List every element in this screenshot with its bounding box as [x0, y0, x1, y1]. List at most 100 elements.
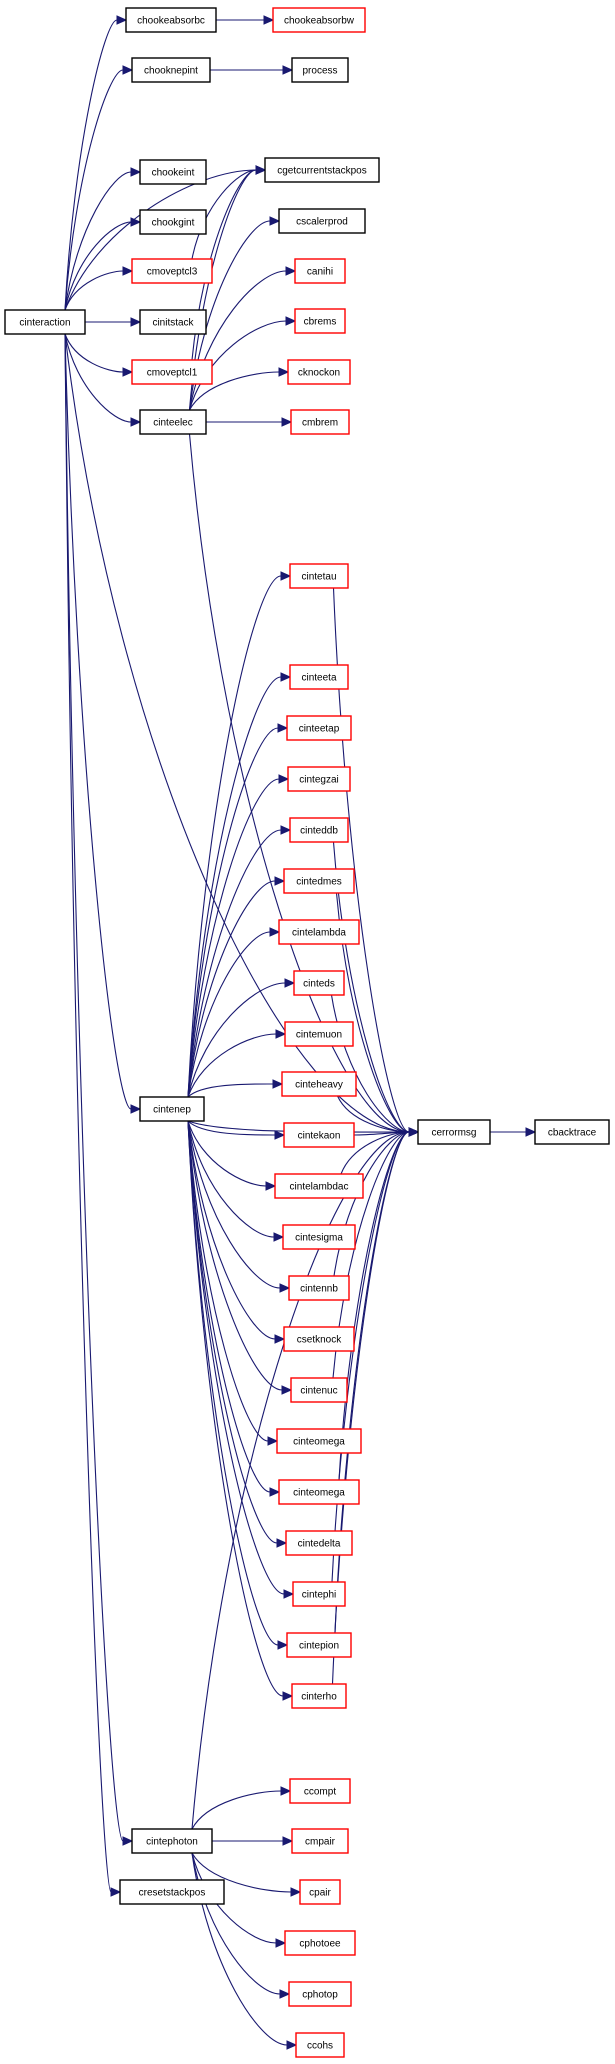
node-cinterho[interactable]: cinterho — [291, 1683, 347, 1709]
node-box[interactable] — [276, 1428, 362, 1454]
node-box[interactable] — [291, 1683, 347, 1709]
node-box[interactable] — [288, 1275, 350, 1301]
node-box[interactable] — [272, 7, 366, 33]
node-box[interactable] — [281, 1071, 357, 1097]
node-cinitstack[interactable]: cinitstack — [139, 309, 207, 335]
node-chooknepint[interactable]: chooknepint — [131, 57, 211, 83]
node-cerrormsg[interactable]: cerrormsg — [417, 1119, 491, 1145]
node-box[interactable] — [139, 409, 207, 435]
node-box[interactable] — [131, 57, 211, 83]
node-box[interactable] — [289, 664, 349, 690]
node-box[interactable] — [283, 1326, 355, 1352]
node-cintephi[interactable]: cintephi — [292, 1581, 346, 1607]
node-cintesigma[interactable]: cintesigma — [282, 1224, 356, 1250]
node-box[interactable] — [286, 1632, 352, 1658]
node-box[interactable] — [283, 868, 355, 894]
node-cscalerprod[interactable]: cscalerprod — [278, 208, 366, 234]
node-box[interactable] — [278, 208, 366, 234]
node-box[interactable] — [287, 766, 351, 792]
node-box[interactable] — [299, 1879, 341, 1905]
node-cinteomega2[interactable]: cinteomega — [278, 1479, 360, 1505]
node-cphotop[interactable]: cphotop — [288, 1981, 352, 2007]
node-box[interactable] — [417, 1119, 491, 1145]
node-cintemuon[interactable]: cintemuon — [284, 1021, 354, 1047]
node-box[interactable] — [289, 563, 349, 589]
node-ccohs[interactable]: ccohs — [295, 2032, 345, 2058]
node-canihi[interactable]: canihi — [294, 258, 346, 284]
node-box[interactable] — [131, 1828, 213, 1854]
node-cmoveptcl1[interactable]: cmoveptcl1 — [131, 359, 213, 385]
node-cintedelta[interactable]: cintedelta — [285, 1530, 353, 1556]
node-box[interactable] — [274, 1173, 364, 1199]
node-box[interactable] — [278, 919, 360, 945]
node-cintennb[interactable]: cintennb — [288, 1275, 350, 1301]
node-box[interactable] — [284, 1021, 354, 1047]
node-box[interactable] — [284, 1930, 356, 1956]
node-box[interactable] — [292, 1581, 346, 1607]
node-cknockon[interactable]: cknockon — [287, 359, 351, 385]
node-box[interactable] — [282, 1224, 356, 1250]
node-cinteeta[interactable]: cinteeta — [289, 664, 349, 690]
node-box[interactable] — [291, 57, 349, 83]
node-box[interactable] — [295, 2032, 345, 2058]
node-box[interactable] — [294, 308, 346, 334]
node-box[interactable] — [139, 159, 207, 185]
node-box[interactable] — [289, 1778, 351, 1804]
node-box[interactable] — [286, 715, 352, 741]
node-ccompt[interactable]: ccompt — [289, 1778, 351, 1804]
node-box[interactable] — [139, 209, 207, 235]
node-cintenuc[interactable]: cintenuc — [290, 1377, 348, 1403]
node-cintelambda[interactable]: cintelambda — [278, 919, 360, 945]
node-cinteomega[interactable]: cinteomega — [276, 1428, 362, 1454]
node-chookgint[interactable]: chookgint — [139, 209, 207, 235]
node-box[interactable] — [264, 157, 380, 183]
node-box[interactable] — [294, 258, 346, 284]
node-cresetstackpos[interactable]: cresetstackpos — [119, 1879, 225, 1905]
node-box[interactable] — [288, 1981, 352, 2007]
node-cmoveptcl3[interactable]: cmoveptcl3 — [131, 258, 213, 284]
node-cmpair[interactable]: cmpair — [291, 1828, 349, 1854]
node-cintephoton[interactable]: cintephoton — [131, 1828, 213, 1854]
node-box[interactable] — [278, 1479, 360, 1505]
node-cgetcurrentstackpos[interactable]: cgetcurrentstackpos — [264, 157, 380, 183]
node-cpair[interactable]: cpair — [299, 1879, 341, 1905]
node-box[interactable] — [287, 359, 351, 385]
node-cinteelec[interactable]: cinteelec — [139, 409, 207, 435]
node-box[interactable] — [131, 359, 213, 385]
node-box[interactable] — [131, 258, 213, 284]
node-cphotoee[interactable]: cphotoee — [284, 1930, 356, 1956]
node-cbrems[interactable]: cbrems — [294, 308, 346, 334]
node-cinteraction[interactable]: cinteraction — [4, 309, 86, 335]
node-cinteheavy[interactable]: cinteheavy — [281, 1071, 357, 1097]
node-chookeabsorbw[interactable]: chookeabsorbw — [272, 7, 366, 33]
node-cinteddb[interactable]: cinteddb — [289, 817, 349, 843]
node-box[interactable] — [293, 970, 345, 996]
node-cintedmes[interactable]: cintedmes — [283, 868, 355, 894]
node-cinteetap[interactable]: cinteetap — [286, 715, 352, 741]
node-box[interactable] — [139, 309, 207, 335]
node-chookeabsorbc[interactable]: chookeabsorbc — [125, 7, 217, 33]
node-cmbrem[interactable]: cmbrem — [290, 409, 350, 435]
node-box[interactable] — [289, 817, 349, 843]
node-cintekaon[interactable]: cintekaon — [283, 1122, 355, 1148]
node-box[interactable] — [119, 1879, 225, 1905]
node-process[interactable]: process — [291, 57, 349, 83]
node-box[interactable] — [125, 7, 217, 33]
node-box[interactable] — [283, 1122, 355, 1148]
node-box[interactable] — [139, 1096, 205, 1122]
node-box[interactable] — [290, 409, 350, 435]
node-cintelambdac[interactable]: cintelambdac — [274, 1173, 364, 1199]
node-box[interactable] — [290, 1377, 348, 1403]
node-cbacktrace[interactable]: cbacktrace — [534, 1119, 610, 1145]
node-chookeint[interactable]: chookeint — [139, 159, 207, 185]
node-box[interactable] — [285, 1530, 353, 1556]
node-cintepion[interactable]: cintepion — [286, 1632, 352, 1658]
node-box[interactable] — [534, 1119, 610, 1145]
node-cinteds[interactable]: cinteds — [293, 970, 345, 996]
node-box[interactable] — [291, 1828, 349, 1854]
node-cintegzai[interactable]: cintegzai — [287, 766, 351, 792]
node-csetknock[interactable]: csetknock — [283, 1326, 355, 1352]
node-cintetau[interactable]: cintetau — [289, 563, 349, 589]
node-cintenep[interactable]: cintenep — [139, 1096, 205, 1122]
node-box[interactable] — [4, 309, 86, 335]
